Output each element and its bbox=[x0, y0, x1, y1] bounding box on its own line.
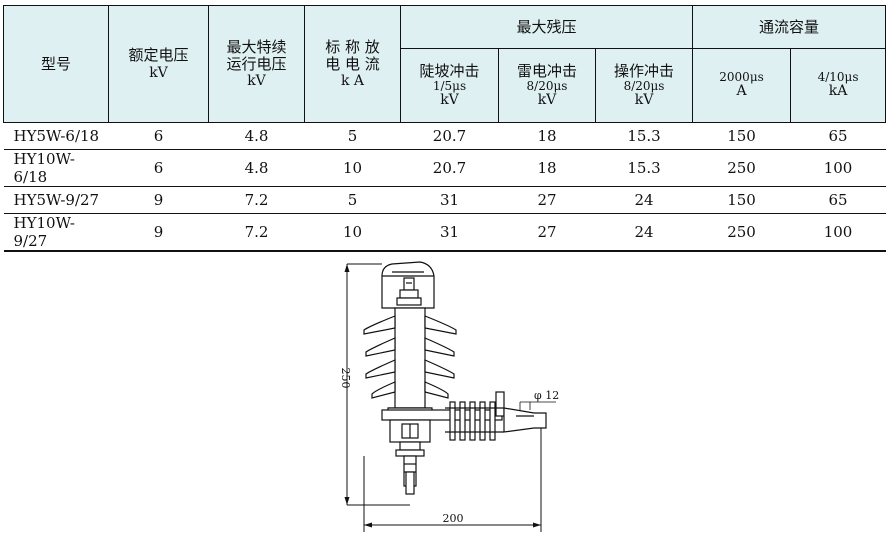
value-cell: 9 bbox=[108, 186, 209, 214]
header-rated-voltage: 额定电压 kV bbox=[108, 5, 209, 123]
value-cell: 100 bbox=[790, 149, 886, 187]
value-cell: 18 bbox=[498, 149, 596, 187]
arrester-drawing: 250 bbox=[339, 261, 559, 532]
header-residual-steep: 陡坡冲击 1/5μs kV bbox=[400, 48, 499, 123]
value-cell: 10 bbox=[304, 213, 401, 252]
value-cell: 4.8 bbox=[208, 122, 305, 150]
header-max-residual-voltage: 最大残压 bbox=[399, 5, 694, 49]
value-cell: 15.3 bbox=[595, 122, 693, 150]
value-cell: 18 bbox=[498, 122, 596, 150]
value-cell: 15.3 bbox=[595, 149, 693, 187]
mounting-bracket bbox=[381, 391, 547, 441]
diameter-dimension bbox=[519, 401, 556, 410]
value-cell: 5 bbox=[304, 122, 401, 150]
value-cell: 250 bbox=[692, 213, 791, 252]
header-residual-switching: 操作冲击 8/20μs kV bbox=[594, 48, 694, 123]
value-cell: 20.7 bbox=[400, 122, 499, 150]
model-cell: HY10W-6/18 bbox=[3, 149, 109, 187]
top-cap bbox=[381, 261, 435, 309]
height-dimension-label: 250 bbox=[339, 368, 352, 389]
value-cell: 6 bbox=[108, 122, 209, 150]
value-cell: 65 bbox=[790, 122, 886, 150]
header-model: 型号 bbox=[3, 5, 109, 123]
value-cell: 150 bbox=[692, 186, 791, 214]
arrester-spec-table: 型号 额定电压 kV 最大特续 运行电压 kV 标 称 放 电 电 流 k A … bbox=[3, 5, 887, 252]
height-dimension bbox=[344, 263, 410, 506]
value-cell: 250 bbox=[692, 149, 791, 187]
width-dimension bbox=[363, 428, 542, 532]
model-cell: HY10W-9/27 bbox=[3, 213, 109, 252]
value-cell: 65 bbox=[790, 186, 886, 214]
value-cell: 27 bbox=[498, 186, 596, 214]
value-cell: 10 bbox=[304, 149, 401, 187]
value-cell: 24 bbox=[595, 186, 693, 214]
value-cell: 100 bbox=[790, 213, 886, 252]
value-cell: 9 bbox=[108, 213, 209, 252]
value-cell: 7.2 bbox=[208, 213, 305, 252]
insulator-body bbox=[363, 307, 457, 417]
value-cell: 5 bbox=[304, 186, 401, 214]
header-residual-lightning: 雷电冲击 8/20μs kV bbox=[498, 48, 596, 123]
diameter-label: φ 12 bbox=[534, 389, 559, 402]
header-nominal-discharge-current: 标 称 放 电 电 流 k A bbox=[304, 5, 401, 123]
value-cell: 7.2 bbox=[208, 186, 305, 214]
header-max-continuous-voltage: 最大特续 运行电压 kV bbox=[208, 5, 305, 123]
model-cell: HY5W-6/18 bbox=[3, 122, 109, 150]
model-cell: HY5W-9/27 bbox=[3, 186, 109, 214]
value-cell: 20.7 bbox=[400, 149, 499, 187]
value-cell: 4.8 bbox=[208, 149, 305, 187]
value-cell: 6 bbox=[108, 149, 209, 187]
value-cell: 31 bbox=[400, 213, 499, 252]
bottom-terminal bbox=[389, 419, 431, 495]
value-cell: 27 bbox=[498, 213, 596, 252]
value-cell: 150 bbox=[692, 122, 791, 150]
header-capacity-2000us: 2000μs A bbox=[692, 48, 792, 123]
width-dimension-label: 200 bbox=[443, 512, 464, 525]
header-current-capacity: 通流容量 bbox=[692, 5, 887, 49]
value-cell: 31 bbox=[400, 186, 499, 214]
value-cell: 24 bbox=[595, 213, 693, 252]
header-capacity-4-10us: 4/10μs kA bbox=[790, 48, 887, 123]
